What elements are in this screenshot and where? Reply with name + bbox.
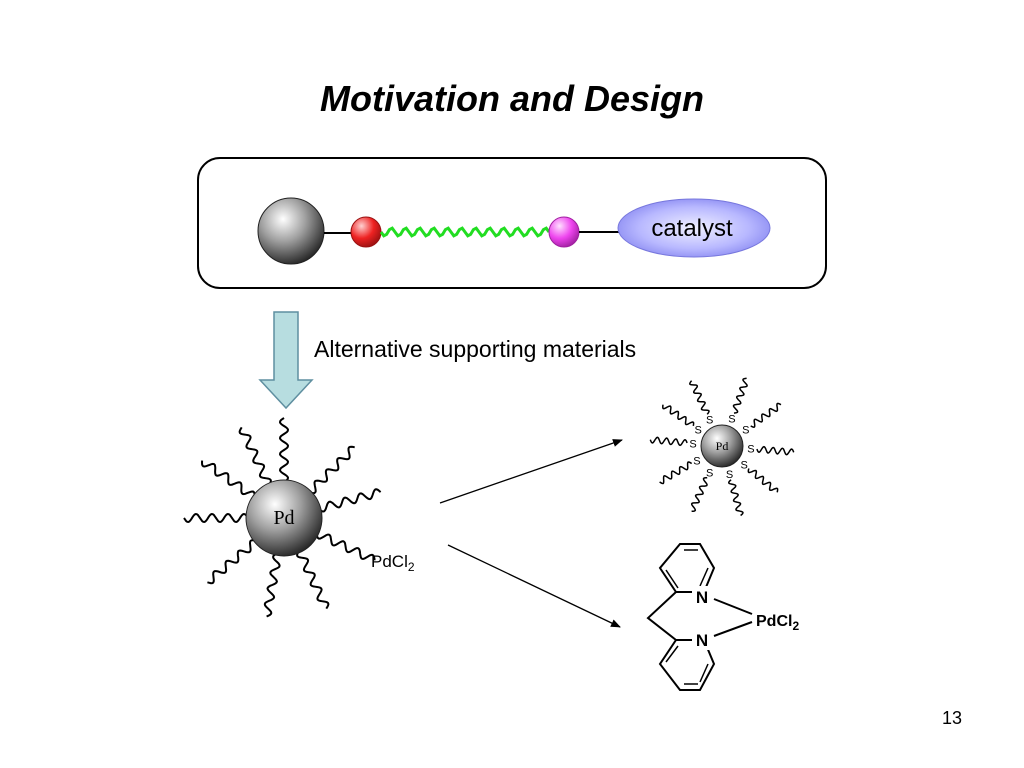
left-ligand-chain	[309, 445, 355, 495]
page-number: 13	[941, 708, 962, 728]
methylene-bridge	[646, 591, 677, 641]
left-pd-sphere	[245, 479, 323, 557]
thiol-pd-sphere	[700, 424, 744, 468]
sulfur-atom-label: S	[689, 439, 696, 451]
thiol-ligand-chain	[747, 468, 779, 493]
red-node	[350, 216, 382, 248]
left-ligand-chain	[238, 426, 272, 486]
bottom-ring-double-bond-2	[665, 645, 679, 663]
top-n-pd-bond	[713, 598, 753, 615]
left-ligand-chain	[278, 417, 290, 483]
bipyridine-complex	[646, 543, 753, 691]
left-reagent-label: PdCl2	[371, 552, 415, 574]
left-pd-particle: Pd	[183, 417, 382, 618]
magenta-node	[548, 216, 580, 248]
sulfur-atom-label: S	[747, 444, 754, 456]
left-ligand-chain	[318, 488, 382, 513]
left-ligand-chain	[315, 533, 376, 561]
sulfur-atom-label: S	[726, 469, 733, 481]
bottom-nitrogen-label: N	[696, 631, 708, 650]
green-linker-wave	[379, 226, 551, 238]
thiol-ligand-chain	[756, 445, 795, 456]
top-ring-double-bond-3	[699, 567, 709, 587]
thiol-ligand-chain	[659, 461, 693, 485]
top-pyridine-ring	[658, 543, 716, 593]
slide-title: Motivation and Design	[319, 78, 704, 119]
thiol-ligand-chain	[728, 479, 744, 517]
sulfur-atom-label: S	[706, 467, 713, 479]
left-pd-label: Pd	[273, 507, 294, 529]
left-ligand-chain	[207, 539, 257, 585]
thiol-ligand-chain	[649, 436, 688, 447]
arrow-caption: Alternative supporting materials	[314, 336, 637, 362]
bottom-n-pd-bond	[713, 621, 753, 637]
thiol-ligand-chain	[689, 380, 710, 415]
top-nitrogen-label: N	[696, 588, 708, 607]
thiol-ligand-chain	[690, 476, 708, 513]
sulfur-atom-label: S	[741, 460, 748, 472]
down-block-arrow	[258, 311, 314, 410]
sulfur-atom-label: S	[742, 424, 749, 436]
arrow-to-bipyridine-complex	[447, 544, 621, 628]
left-ligand-chain	[183, 512, 249, 524]
thiol-pd-label: Pd	[716, 439, 729, 453]
sulfur-atom-label: S	[728, 414, 735, 426]
left-ligand-chain	[263, 552, 281, 618]
arrow-to-thiol-particle	[439, 439, 623, 504]
thiol-ligand-chain	[662, 404, 695, 427]
thiol-ligand-chain	[750, 402, 782, 428]
complex-metal-label: PdCl2	[756, 613, 799, 633]
support-sphere	[257, 197, 325, 265]
left-ligand-chain	[296, 550, 330, 610]
left-ligand-chain	[200, 460, 256, 498]
sulfur-atom-label: S	[706, 415, 713, 427]
bottom-ring-double-bond-3	[699, 663, 709, 683]
catalyst-ellipse	[617, 198, 771, 258]
top-ring-double-bond-2	[665, 569, 679, 589]
sulfur-atom-label: S	[693, 456, 700, 468]
thiol-ligand-chain	[732, 377, 748, 414]
sulfur-atom-label: S	[695, 424, 702, 436]
catalyst-label: catalyst	[651, 215, 733, 242]
